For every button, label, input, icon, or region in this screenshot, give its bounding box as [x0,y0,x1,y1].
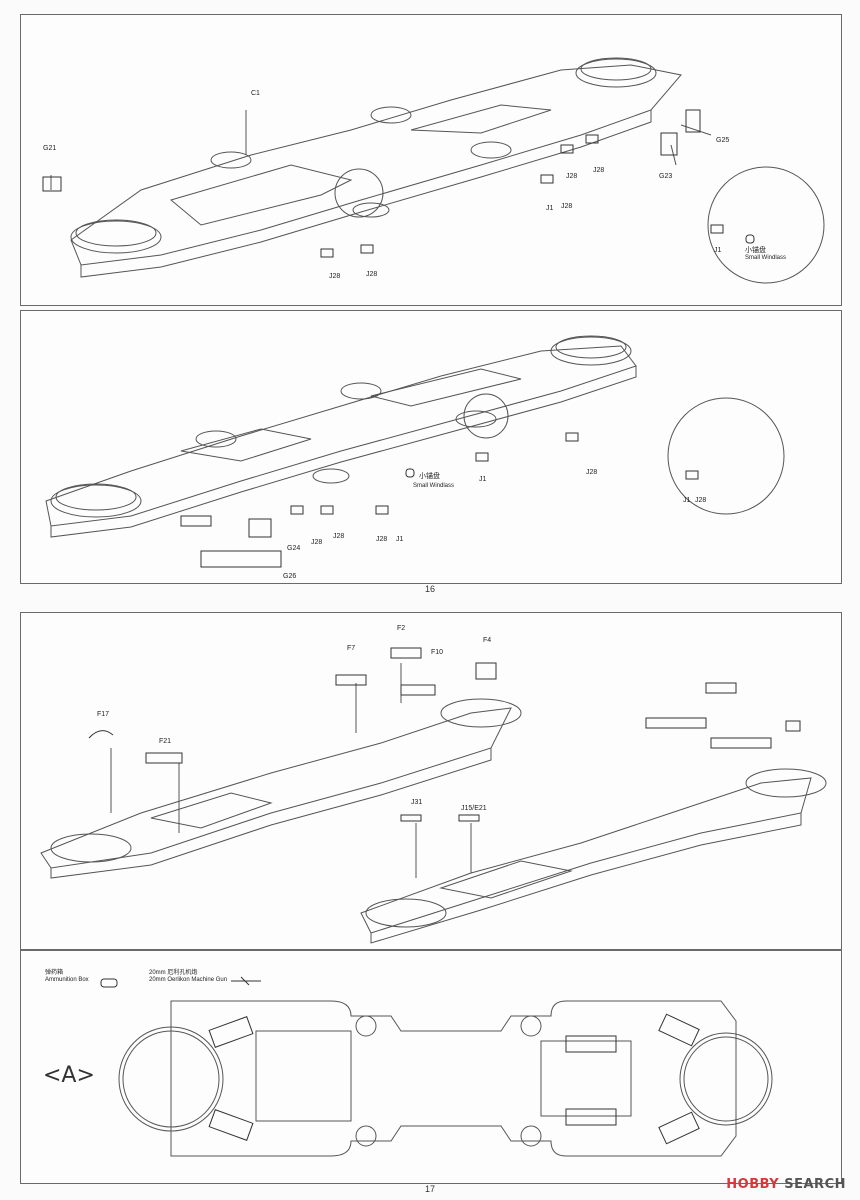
step-panel-4: 弹药箱 Ammunition Box 20mm 厄利孔机炮 20mm Oerli… [20,950,842,1184]
instruction-page-16: C1 G21 G25 G23 J28 J28 J1 J28 J28 J28 J1… [0,14,860,601]
part-label: J31 [411,799,423,806]
part-label: G26 [283,573,297,580]
part-label: J28 [311,539,323,546]
legend-label-cn: 20mm 厄利孔机炮 [149,970,198,976]
part-label: F4 [483,637,492,644]
part-label: J28 [566,173,578,180]
step1-hull-drawing [42,57,825,284]
part-label: J1 [396,536,404,543]
step3-hull-drawing [40,647,827,944]
watermark-part2: SEARCH [784,1177,846,1192]
part-label: J28 [586,469,598,476]
part-label: C1 [251,90,260,97]
callout-label-en: Small Windlass [745,255,787,261]
callout-label-cn: 小锚盘 [419,473,440,480]
legend-label-en: 20mm Oerlikon Machine Gun [149,977,228,983]
legend-label-cn: 弹药箱 [45,970,64,976]
part-label: G24 [287,545,301,552]
part-label: F2 [397,625,406,632]
part-label: J28 [333,533,345,540]
part-label: J1 [683,497,691,504]
page-number: 17 [425,1184,436,1194]
part-label: J15/E21 [461,805,487,812]
watermark-logo: HOBBY SEARCH [726,1177,846,1192]
step2-hull-drawing [45,335,785,568]
part-label: J28 [561,203,573,210]
part-label: J28 [329,273,341,280]
part-label: F10 [431,649,444,656]
step-panel-2: J28 J1 J28 J28 J28 J1 G24 G26 J1 J28 小锚盘… [20,310,842,584]
part-label: F21 [159,738,172,745]
callout-label-cn: 小锚盘 [745,247,766,254]
part-label: J1 [546,205,554,212]
part-label: G23 [659,173,673,180]
part-label: J28 [366,271,378,278]
step-panel-1: C1 G21 G25 G23 J28 J28 J1 J28 J28 J28 J1… [20,14,842,306]
part-label: J1 [714,247,722,254]
part-label: J28 [376,536,388,543]
instruction-page-17: F2 F7 F10 F4 F17 F21 J31 J15/E21 [0,600,860,1200]
part-label: J28 [695,497,707,504]
ammo-box-icon [100,978,118,988]
part-label: J1 [479,476,487,483]
part-label: F7 [347,645,356,652]
legend-label-en: Ammunition Box [45,977,89,983]
step4-plan-view [100,976,773,1157]
callout-label-en: Small Windlass [413,483,455,489]
step-panel-3: F2 F7 F10 F4 F17 F21 J31 J15/E21 [20,612,842,950]
view-marker: <A> [43,1063,95,1088]
watermark-part1: HOBBY [726,1177,780,1192]
machine-gun-icon [231,976,261,986]
page-number: 16 [425,584,436,594]
part-label: F17 [97,711,110,718]
part-label: J28 [593,167,605,174]
part-label: G25 [716,137,730,144]
part-label: G21 [43,145,57,152]
